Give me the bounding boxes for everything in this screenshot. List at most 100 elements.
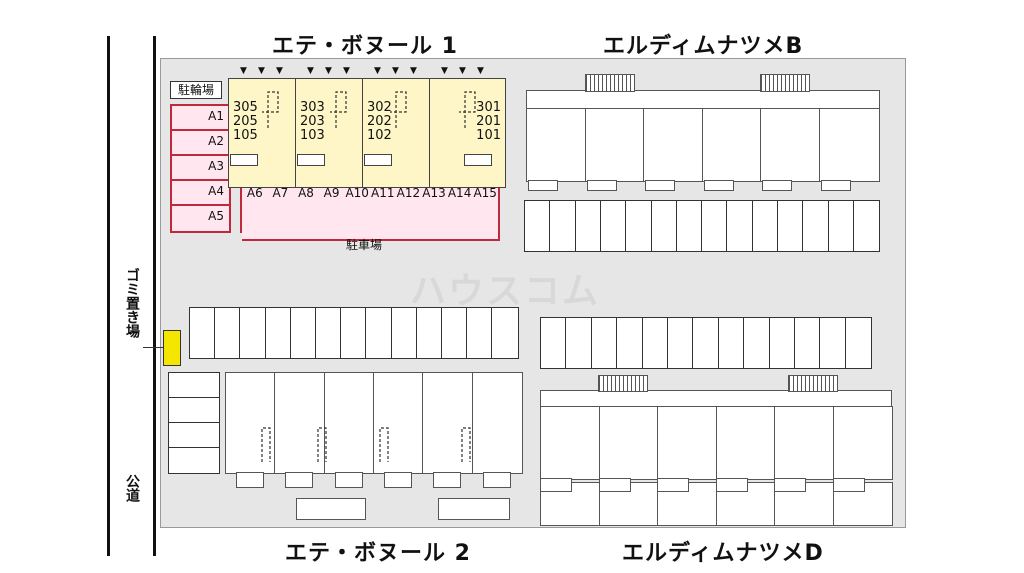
building-2-unit xyxy=(471,372,523,474)
bike-space: A1 xyxy=(170,104,231,133)
entrance-marker: ▼ xyxy=(441,66,448,76)
building-2-balcony xyxy=(285,472,314,488)
building-D-stair xyxy=(598,375,648,392)
garbage-area xyxy=(163,330,181,366)
bike-parking-label: 駐輪場 xyxy=(170,81,222,99)
unit-number: 301 xyxy=(476,100,501,115)
car-parking-frame xyxy=(240,180,242,233)
parking-slot xyxy=(168,372,220,399)
building-D-porch xyxy=(774,478,806,492)
unit-number: 305 xyxy=(233,100,258,115)
entrance-marker: ▼ xyxy=(343,66,350,76)
building-D-porch xyxy=(540,478,572,492)
building-D-unit xyxy=(598,406,659,480)
parking-slot xyxy=(315,307,343,359)
building-D-porch xyxy=(657,478,689,492)
parking-slot xyxy=(524,200,552,252)
unit-number: 103 xyxy=(300,128,325,143)
parking-slot xyxy=(340,307,368,359)
entrance-marker: ▼ xyxy=(307,66,314,76)
unit-balcony xyxy=(297,154,325,166)
parking-slot xyxy=(549,200,577,252)
entrance-marker: ▼ xyxy=(258,66,265,76)
watermark: ハウスコム xyxy=(410,271,601,312)
building-title-top-right: エルディムナツメB xyxy=(603,34,804,59)
building-B-balcony xyxy=(528,180,558,191)
parking-slot xyxy=(777,200,805,252)
entrance-marker: ▼ xyxy=(240,66,247,76)
parking-slot xyxy=(692,317,720,369)
parking-slot xyxy=(491,307,519,359)
building-D-porch xyxy=(598,478,631,492)
garbage-pointer xyxy=(143,347,163,348)
unit-number: 205 xyxy=(233,114,258,129)
entrance-marker: ▼ xyxy=(325,66,332,76)
entrance-marker: ▼ xyxy=(477,66,484,76)
building-B-unit xyxy=(819,108,880,182)
parking-slot xyxy=(289,307,317,359)
unit-number: 302 xyxy=(367,100,392,115)
building-B-stair xyxy=(585,74,635,92)
car-parking-label: 駐車場 xyxy=(346,238,383,252)
building-2-balcony xyxy=(383,472,412,488)
parking-slot xyxy=(466,307,494,359)
building-D-porch xyxy=(832,478,865,492)
car-space: A7 xyxy=(267,180,296,241)
parking-slot xyxy=(717,317,746,369)
road-line-left xyxy=(107,36,110,556)
bike-space: A4 xyxy=(170,179,231,208)
building-B-balcony xyxy=(703,180,734,191)
building-D-unit xyxy=(540,406,601,480)
unit-number: 101 xyxy=(476,128,501,143)
building-B-balcony xyxy=(821,180,851,191)
building-B-balcony xyxy=(645,180,676,191)
building-D-unit xyxy=(832,406,893,480)
entrance-marker: ▼ xyxy=(374,66,381,76)
unit-number: 203 xyxy=(300,114,325,129)
parking-slot xyxy=(415,307,443,359)
unit-number: 201 xyxy=(476,114,501,129)
parking-slot xyxy=(540,317,568,369)
parking-slot xyxy=(844,317,873,369)
garbage-label: ゴミ置き場 xyxy=(124,268,140,338)
parking-slot xyxy=(852,200,881,252)
building-B-unit xyxy=(584,108,646,182)
building-2-unit xyxy=(225,372,277,474)
building-2-balcony xyxy=(482,472,511,488)
parking-slot xyxy=(365,307,393,359)
building-D-porch xyxy=(715,478,748,492)
parking-slot xyxy=(239,307,267,359)
parking-slot xyxy=(768,317,796,369)
building-2-balcony xyxy=(236,472,264,488)
car-space: A14 xyxy=(446,180,475,241)
building-B-stair xyxy=(760,74,810,92)
entrance-marker: ▼ xyxy=(459,66,466,76)
building-D-unit xyxy=(774,406,835,480)
building-B-unit xyxy=(760,108,821,182)
parking-slot xyxy=(565,317,593,369)
building-B-balcony xyxy=(762,180,793,191)
building-title-bottom-right: エルディムナツメD xyxy=(622,541,824,566)
parking-slot xyxy=(641,317,669,369)
building-D-stair xyxy=(788,375,838,392)
parking-slot xyxy=(168,447,220,474)
building-2-balcony xyxy=(334,472,363,488)
entrance-marker: ▼ xyxy=(392,66,399,76)
building-B-unit xyxy=(643,108,704,182)
unit-number: 303 xyxy=(300,100,325,115)
unit-number: 105 xyxy=(233,128,258,143)
parking-slot xyxy=(650,200,678,252)
unit-number: 202 xyxy=(367,114,392,129)
building-B-unit xyxy=(526,108,587,182)
public-road-label: 公道 xyxy=(124,474,140,502)
parking-slot xyxy=(726,200,754,252)
entrance-marker: ▼ xyxy=(276,66,283,76)
unit-balcony xyxy=(230,154,258,166)
entrance-marker: ▼ xyxy=(410,66,417,76)
bike-space: A5 xyxy=(170,204,231,233)
building-title-bottom-left: エテ・ボヌール 2 xyxy=(285,541,471,566)
